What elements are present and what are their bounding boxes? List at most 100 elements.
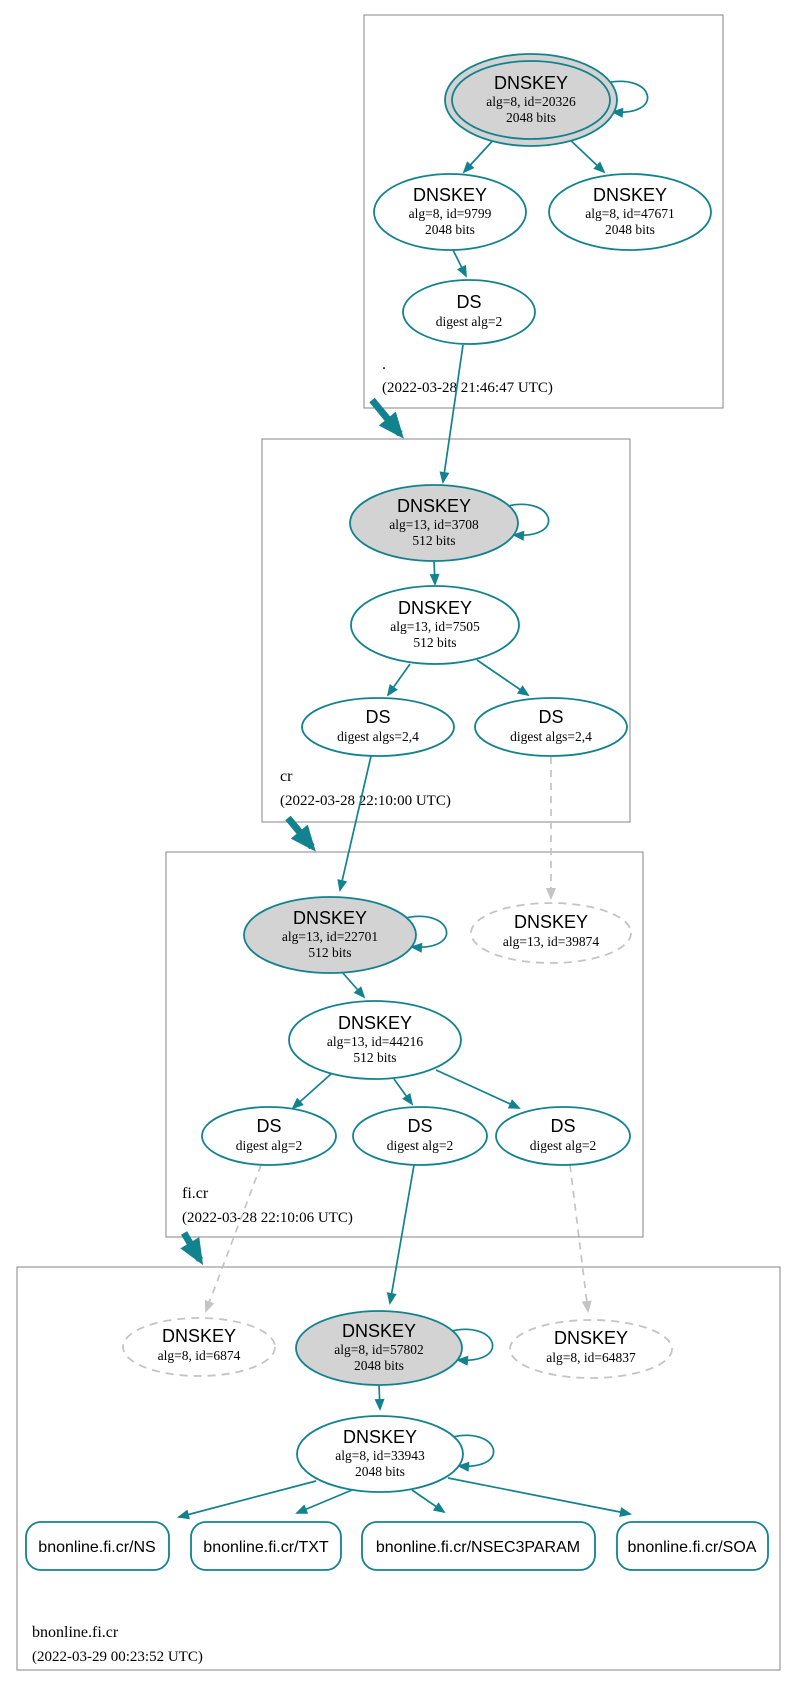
edge-zsk33943-txt <box>295 1489 353 1514</box>
dnskey-ellipse <box>288 1000 462 1080</box>
zone-label-cr: cr <box>280 768 293 785</box>
ds-ellipse <box>474 697 628 757</box>
rrset-bnonline-ns[interactable]: bnonline.fi.cr/NS <box>25 1521 170 1571</box>
node-title: DNSKEY <box>398 598 472 618</box>
node-title: DS <box>365 707 390 727</box>
edge-ksk22701-zsk44216 <box>341 971 366 999</box>
node-dnskey-44216[interactable]: DNSKEY alg=13, id=44216 512 bits <box>288 1000 462 1080</box>
rrset-bnonline-txt[interactable]: bnonline.fi.cr/TXT <box>190 1521 342 1571</box>
node-title: DNSKEY <box>162 1326 236 1346</box>
rrset-label: bnonline.fi.cr/TXT <box>203 1539 329 1556</box>
node-bits: 512 bits <box>412 533 455 548</box>
rrset-rect <box>616 1521 769 1571</box>
node-title: DNSKEY <box>342 1321 416 1341</box>
zone-box-cr <box>261 438 631 823</box>
node-dnskey-20326[interactable]: DNSKEY alg=8, id=20326 2048 bits <box>444 53 618 147</box>
node-bits: 2048 bits <box>355 1464 405 1479</box>
node-dnskey-64837-missing[interactable]: DNSKEY alg=8, id=64837 <box>509 1319 673 1379</box>
node-title: DS <box>550 1116 575 1136</box>
dnskey-ellipse-inner <box>451 60 611 140</box>
rrset-rect <box>25 1521 170 1571</box>
node-ds-cr-left[interactable]: DS digest algs=2,4 <box>301 697 455 757</box>
node-detail: alg=8, id=33943 <box>335 1448 425 1463</box>
node-title: DS <box>538 707 563 727</box>
edge-zsk44216-dsmid <box>393 1078 414 1106</box>
node-ds-cr-right[interactable]: DS digest algs=2,4 <box>474 697 628 757</box>
dnskey-ellipse <box>295 1310 463 1386</box>
edge-cr-ksk-selfloop <box>503 503 550 541</box>
node-title: DS <box>256 1116 281 1136</box>
node-dnskey-22701[interactable]: DNSKEY alg=13, id=22701 512 bits <box>243 896 417 974</box>
edge-zsk44216-dsright <box>435 1069 521 1109</box>
ds-ellipse <box>301 697 455 757</box>
edge-ksk20326-zsk9799 <box>462 135 498 174</box>
zone-timestamp-fi-cr: (2022-03-28 22:10:06 UTC) <box>182 1210 353 1226</box>
node-detail: digest algs=2,4 <box>337 729 419 744</box>
zone-timestamp-bnonline: (2022-03-29 00:23:52 UTC) <box>32 1649 203 1665</box>
zone-box-bnonline <box>16 1266 781 1671</box>
node-title: DNSKEY <box>413 185 487 205</box>
node-detail: digest algs=2,4 <box>510 729 592 744</box>
node-bits: 512 bits <box>308 945 351 960</box>
node-dnskey-6874-missing[interactable]: DNSKEY alg=8, id=6874 <box>122 1317 276 1377</box>
node-detail: digest alg=2 <box>236 1138 302 1153</box>
edge-ksk3708-zsk7505 <box>429 560 440 586</box>
zone-timestamp-cr: (2022-03-28 22:10:00 UTC) <box>280 793 451 809</box>
edge-ficr-ksk-selfloop <box>401 915 448 953</box>
node-title: DNSKEY <box>397 496 471 516</box>
rrset-bnonline-nsec3param[interactable]: bnonline.fi.cr/NSEC3PARAM <box>361 1521 596 1571</box>
dnskey-ellipse-dashed <box>470 902 632 964</box>
delegation-arrow-root-to-cr <box>369 397 404 439</box>
node-ds-ficr-right[interactable]: DS digest alg=2 <box>495 1106 631 1166</box>
node-bits: 2048 bits <box>506 110 556 125</box>
node-detail: alg=8, id=9799 <box>409 206 492 221</box>
zone-box-root <box>363 14 724 409</box>
node-detail: alg=8, id=64837 <box>546 1350 636 1365</box>
node-dnskey-39874-missing[interactable]: DNSKEY alg=13, id=39874 <box>470 902 632 964</box>
edge-crds-ficrksk <box>337 755 372 892</box>
node-title: DNSKEY <box>343 1427 417 1447</box>
edge-ficrds-bnksk <box>386 1164 415 1305</box>
node-dnskey-33943[interactable]: DNSKEY alg=8, id=33943 2048 bits <box>296 1415 464 1493</box>
node-detail: digest alg=2 <box>436 314 502 329</box>
node-ds-ficr-left[interactable]: DS digest alg=2 <box>201 1106 337 1166</box>
dnskey-ellipse <box>243 896 417 974</box>
edge-zsk7505-dsleft <box>386 663 411 697</box>
node-dnskey-57802[interactable]: DNSKEY alg=8, id=57802 2048 bits <box>295 1310 463 1386</box>
edge-ksk20326-zsk47671 <box>565 135 606 174</box>
node-detail: alg=8, id=57802 <box>334 1342 423 1357</box>
node-detail: alg=8, id=47671 <box>585 206 674 221</box>
node-dnskey-9799[interactable]: DNSKEY alg=8, id=9799 2048 bits <box>373 173 527 251</box>
edge-rootds-crksk <box>439 344 464 484</box>
node-detail: alg=8, id=6874 <box>158 1348 241 1363</box>
ds-ellipse <box>352 1106 488 1166</box>
ds-ellipse <box>402 279 536 345</box>
zone-label-fi-cr: fi.cr <box>182 1185 209 1202</box>
node-ds-ficr-mid[interactable]: DS digest alg=2 <box>352 1106 488 1166</box>
edge-ficrds-missing6874 <box>204 1164 262 1313</box>
node-title: DNSKEY <box>554 1328 628 1348</box>
edge-zsk44216-dsleft <box>291 1073 332 1110</box>
delegation-arrow-ficr-to-bnonline <box>180 1231 204 1266</box>
node-detail: alg=13, id=3708 <box>389 517 479 532</box>
node-dnskey-47671[interactable]: DNSKEY alg=8, id=47671 2048 bits <box>548 173 712 251</box>
dnskey-ellipse <box>350 585 520 665</box>
dnskey-ellipse-dashed <box>509 1319 673 1379</box>
zone-label-root: . <box>382 356 386 373</box>
node-title: DS <box>456 292 481 312</box>
node-bits: 2048 bits <box>425 222 475 237</box>
node-detail: alg=8, id=20326 <box>486 94 576 109</box>
rrset-rect <box>190 1521 342 1571</box>
edge-zsk9799-ds <box>452 249 467 278</box>
node-detail: alg=13, id=22701 <box>282 929 378 944</box>
rrset-bnonline-soa[interactable]: bnonline.fi.cr/SOA <box>616 1521 769 1571</box>
node-bits: 2048 bits <box>354 1358 404 1373</box>
edge-ficrds-missing64837 <box>569 1164 592 1313</box>
node-title: DNSKEY <box>338 1013 412 1033</box>
node-bits: 512 bits <box>353 1050 396 1065</box>
edge-zsk33943-nsec3param <box>411 1489 446 1514</box>
node-dnskey-7505[interactable]: DNSKEY alg=13, id=7505 512 bits <box>350 585 520 665</box>
node-dnskey-3708[interactable]: DNSKEY alg=13, id=3708 512 bits <box>349 484 519 562</box>
dnskey-ellipse <box>296 1415 464 1493</box>
node-ds-root[interactable]: DS digest alg=2 <box>402 279 536 345</box>
